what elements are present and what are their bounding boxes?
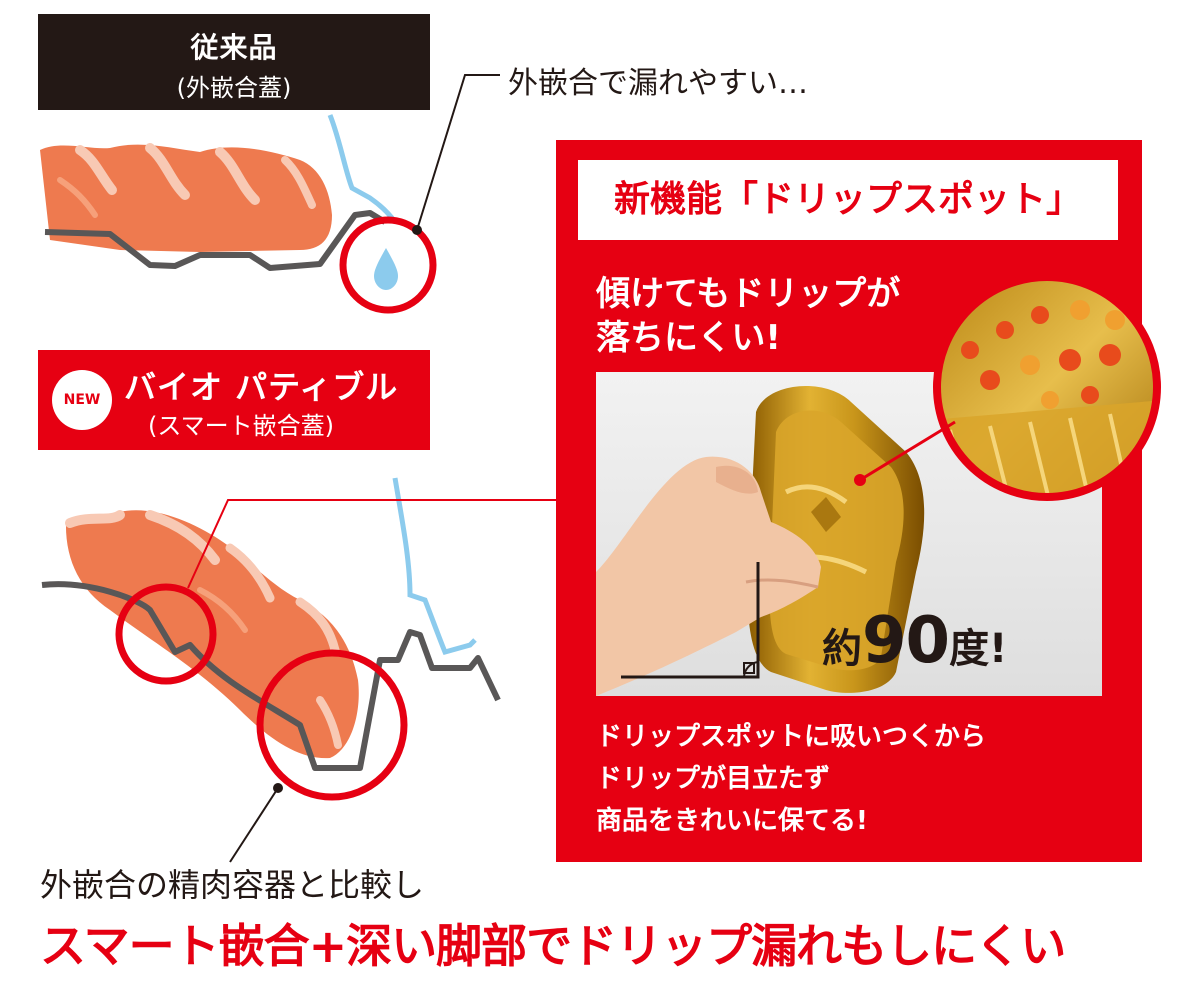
feature-subtitle-line1: 傾けてもドリップが — [596, 274, 901, 314]
legacy-drip-path — [327, 114, 398, 224]
angle-prefix: 約 — [822, 626, 862, 672]
angle-suffix: 度! — [949, 626, 1008, 672]
new-badge: NEW — [52, 370, 112, 430]
tilted-tray-photo — [596, 372, 1102, 696]
new-product-subname: (スマート嵌合蓋) — [148, 412, 335, 440]
legacy-product-label: 従来品 (外嵌合蓋) — [38, 14, 430, 110]
drip-drop-icon — [374, 248, 398, 290]
feature-desc-line3: 商品をきれいに保てる! — [596, 806, 868, 836]
new-fit-highlight-circle — [115, 583, 217, 685]
legacy-leak-caption: 外嵌合で漏れやすい… — [508, 66, 808, 101]
feature-title: 新機能「ドリップスポット」 — [613, 179, 1082, 220]
drip-spot-magnified-detail — [933, 273, 1161, 501]
legacy-leak-highlight-circle — [339, 216, 437, 314]
main-headline: スマート嵌合+深い脚部でドリップ漏れもしにくい — [40, 919, 1066, 973]
legacy-product-name: 従来品 — [190, 31, 278, 64]
feature-title-box: 新機能「ドリップスポット」 — [578, 160, 1118, 240]
tilt-angle-label: 約90度! — [822, 604, 1007, 678]
legacy-meat-illustration — [40, 143, 332, 252]
angle-value: 90 — [862, 604, 950, 678]
feature-subtitle-line2: 落ちにくい! — [596, 318, 781, 358]
new-product-label: NEW バイオ パティブル (スマート嵌合蓋) — [38, 350, 430, 450]
new-drip-path — [392, 477, 477, 656]
new-tray-outline — [41, 581, 501, 771]
feature-desc-line2: ドリップが目立たず — [596, 764, 831, 794]
comparison-caption: 外嵌合の精肉容器と比較し — [40, 866, 425, 904]
new-product-name: バイオ パティブル — [124, 368, 399, 406]
legacy-tray-outline — [44, 210, 387, 271]
new-leg-highlight-circle — [256, 649, 408, 801]
legacy-product-subname: (外嵌合蓋) — [176, 74, 292, 102]
feature-desc-line1: ドリップスポットに吸いつくから — [596, 722, 987, 752]
magnify-leader-line — [854, 420, 956, 486]
